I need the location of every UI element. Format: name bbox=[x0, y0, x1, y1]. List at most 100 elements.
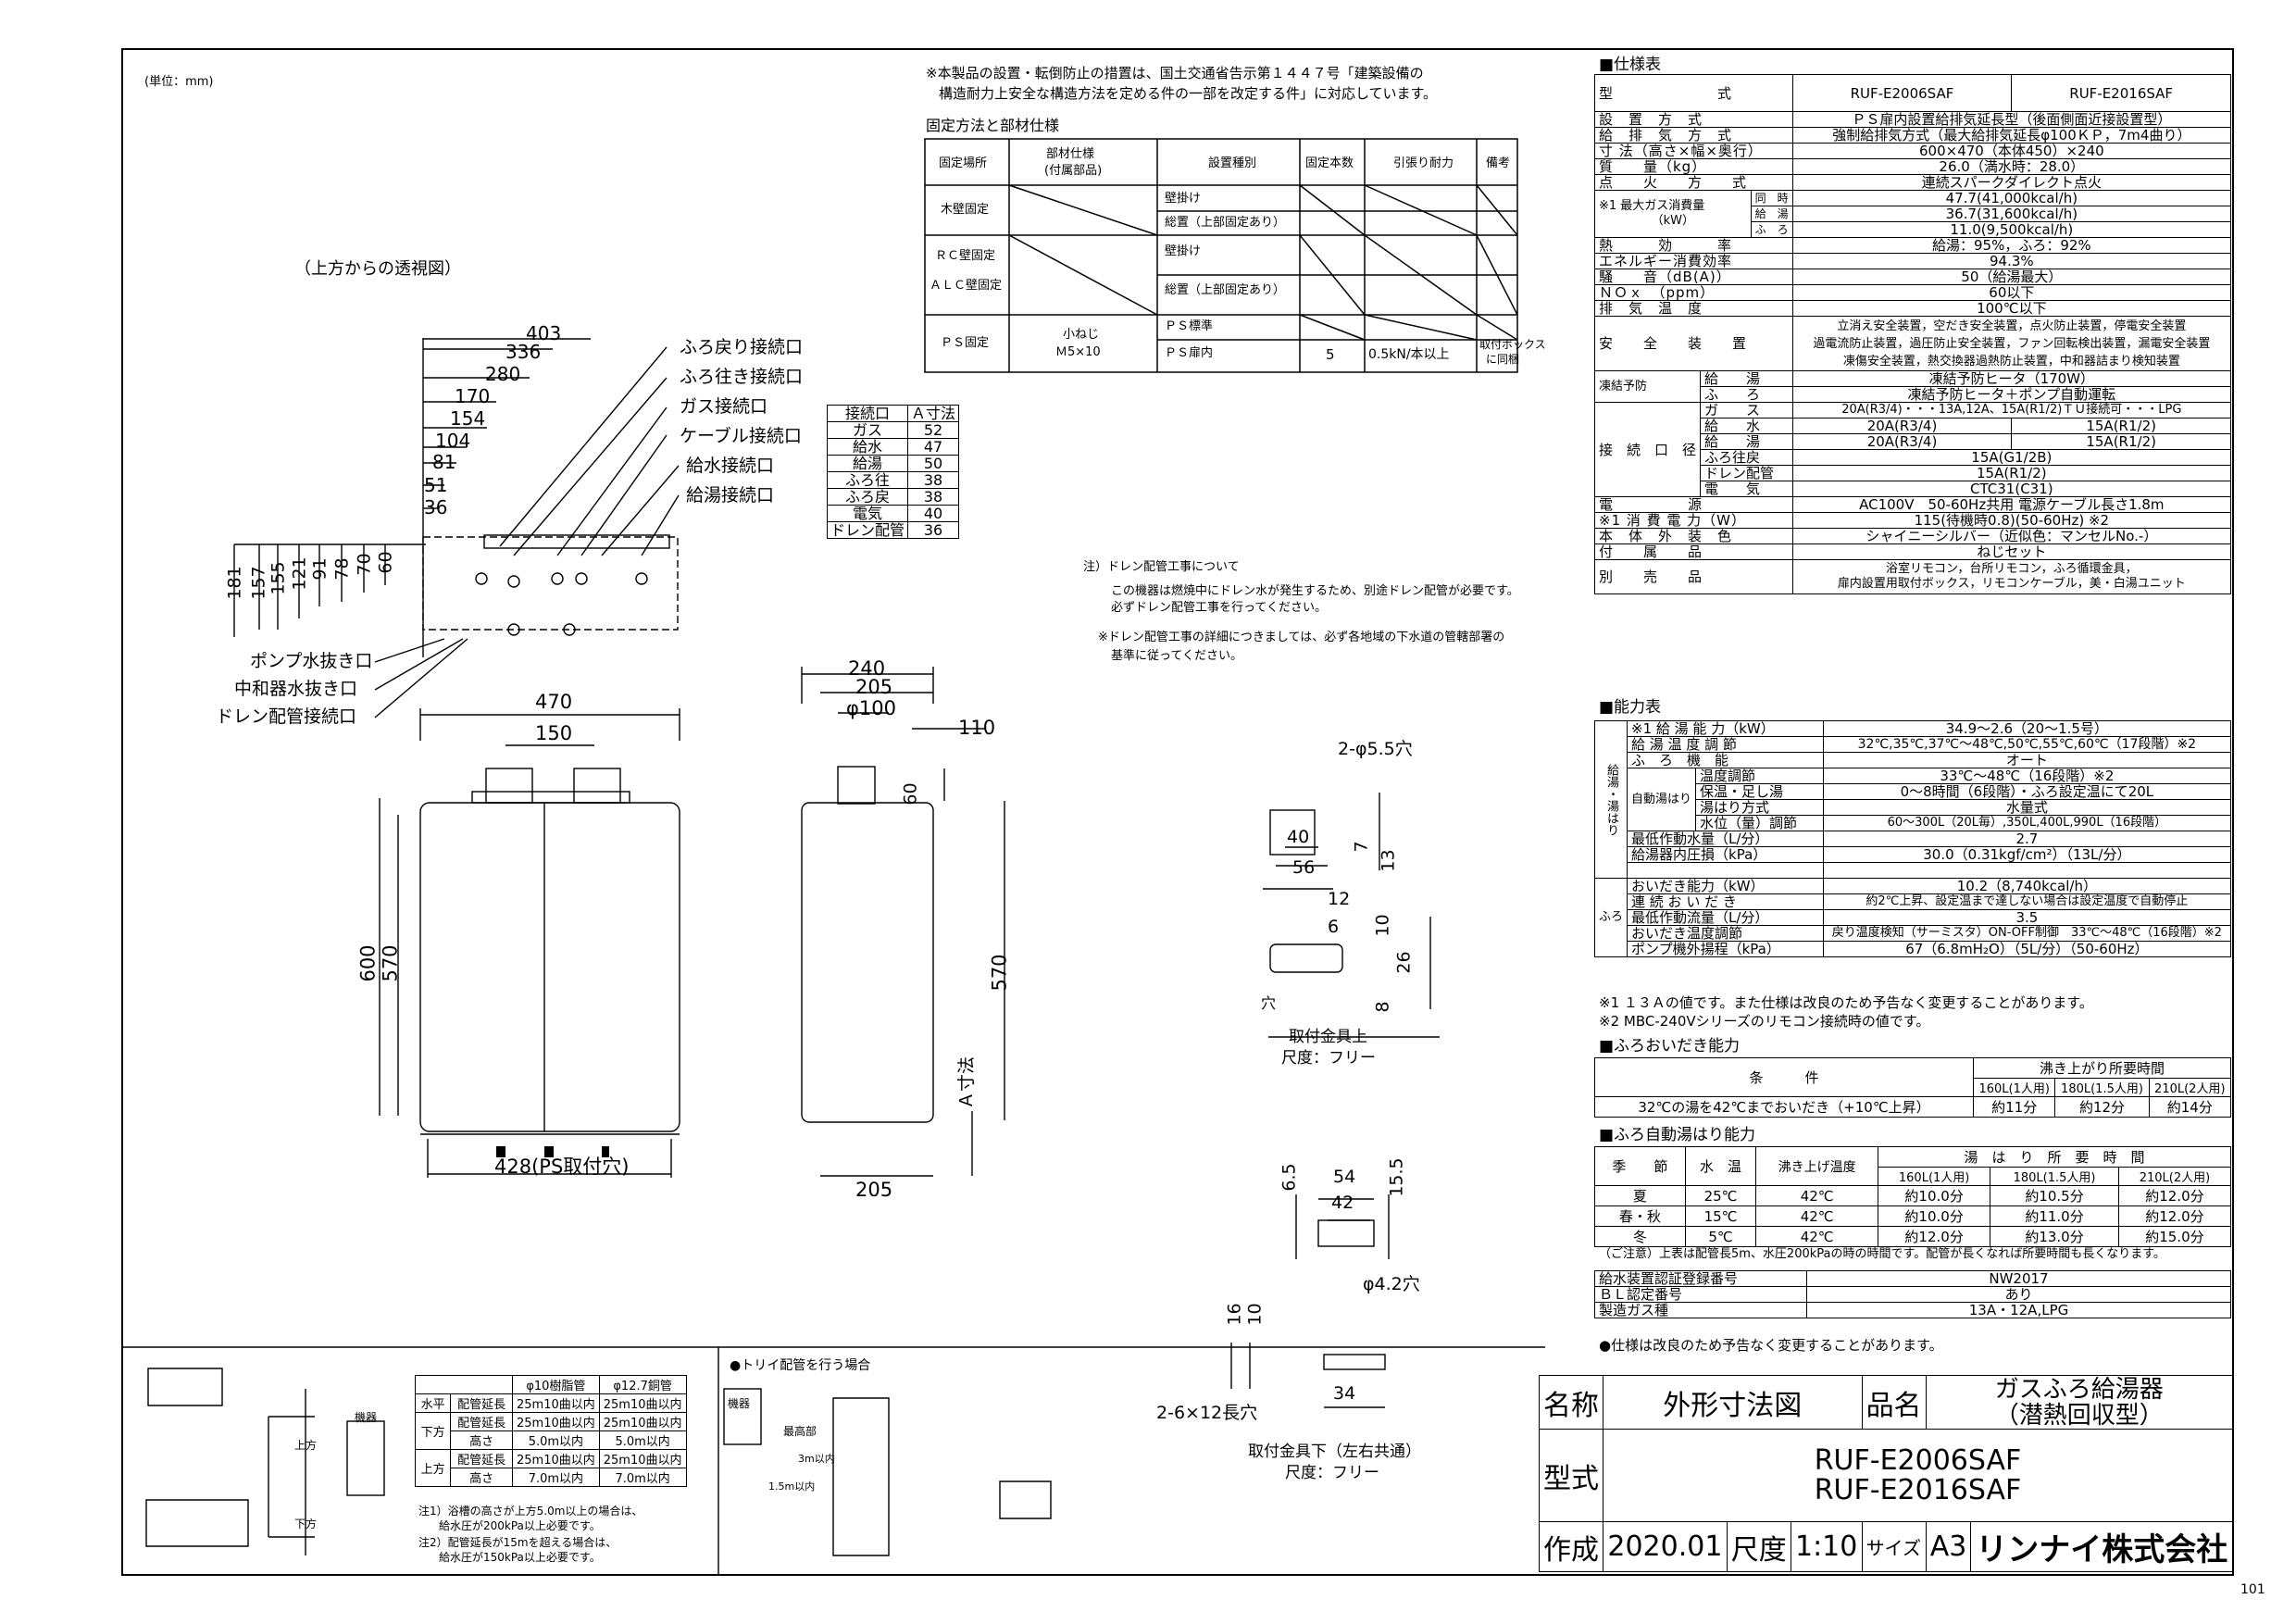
spec-value: ＰＳ扉内設置給排気延長型（後面側面近接設置型） bbox=[1791, 111, 2232, 128]
ability-auto-sub: 水位（量）調節 bbox=[1695, 815, 1824, 831]
spec-value: 50（給湯最大） bbox=[1791, 269, 2232, 285]
fix-yuka2: 総置（上部固定あり） bbox=[1165, 283, 1286, 297]
fix-ps: ＰＳ固定 bbox=[941, 336, 990, 350]
dim-336: 336 bbox=[505, 341, 542, 363]
ability-auto-sub: 保温・足し湯 bbox=[1695, 783, 1824, 800]
cert-label: ＢＬ認定番号 bbox=[1594, 1286, 1807, 1303]
bt-hole2: 穴 bbox=[1261, 994, 1277, 1012]
conn-cell: 38 bbox=[907, 471, 960, 489]
fix-h-type: 設置種別 bbox=[1208, 156, 1257, 170]
pipe-cell: 高さ bbox=[450, 1430, 513, 1450]
dim-205a: 205 bbox=[855, 676, 893, 698]
ability-label: 給湯器内圧損（kPa） bbox=[1627, 846, 1824, 863]
yuhari-table: 季 節水 温沸き上げ温度湯 は り 所 要 時 間 160L(1人用)180L(… bbox=[1594, 1146, 2232, 1247]
spec-label: 質 量（kg） bbox=[1594, 158, 1793, 175]
cert-value: 13A・12A,LPG bbox=[1806, 1302, 2231, 1318]
yuhari-cell: 15℃ bbox=[1684, 1206, 1757, 1227]
tb-size: A3 bbox=[1925, 1521, 1972, 1572]
dim-60b: 60 bbox=[900, 782, 921, 806]
yuhari-sub: 210L(2人用) bbox=[2117, 1167, 2232, 1186]
spec-label: ＮＯｘ （ppm） bbox=[1594, 284, 1793, 301]
tb-model-label: 型式 bbox=[1539, 1429, 1603, 1522]
drain-l2: 必ずドレン配管工事を行ってください。 bbox=[1111, 601, 1327, 615]
spec-label: 騒 音（dB(A)） bbox=[1594, 269, 1793, 285]
ability-label: 最低作動水量（L/分） bbox=[1627, 831, 1824, 847]
ability-auto-val: 60～300L（20L毎）,350L,400L,990L（16段階） bbox=[1822, 815, 2232, 831]
drain-l1: この機器は燃焼中にドレン水が発生するため、別途ドレン配管が必要です。 bbox=[1111, 584, 1519, 598]
spec-freeze-val: 凍結予防ヒータ（170W） bbox=[1791, 370, 2232, 387]
bt-hole: 2-φ5.5穴 bbox=[1338, 739, 1413, 759]
yuhari-cell: 約12.0分 bbox=[2117, 1206, 2232, 1227]
ability-auto-val: 33℃～48℃（16段階）※2 bbox=[1822, 768, 2232, 784]
fix-kabe2: 壁掛け bbox=[1165, 244, 1202, 258]
label-drain-pipe: ドレン配管接続口 bbox=[216, 706, 357, 727]
cert-label: 給水装置認証登録番号 bbox=[1594, 1270, 1807, 1287]
yuhari-cell: 春・秋 bbox=[1594, 1206, 1686, 1227]
fix-h-count: 固定本数 bbox=[1305, 156, 1354, 170]
yuhari-cell: 約11.0分 bbox=[1990, 1206, 2119, 1227]
pipe-cell: 25m10曲以内 bbox=[598, 1449, 687, 1468]
drain-l3: ※ドレン配管工事の詳細につきましては、必ず各地域の下水道の管轄部署の bbox=[1098, 631, 1505, 644]
spec-conn-val: 15A(R1/2) bbox=[2011, 418, 2231, 434]
conn-cell: ガス bbox=[826, 421, 909, 439]
dim-60: 60 bbox=[375, 551, 396, 574]
ability-value: 約2℃上昇、設定温まで達しない場合は設定温度で自動停止 bbox=[1822, 893, 2232, 910]
pipe-cell: 25m10曲以内 bbox=[512, 1412, 600, 1431]
fix-note1: 取付ボックス bbox=[1479, 338, 1546, 351]
dim-428: 428(PS取付穴) bbox=[494, 1156, 630, 1178]
ability-label: おいだき温度調節 bbox=[1627, 925, 1824, 942]
yuhari-cell: 冬 bbox=[1594, 1226, 1686, 1247]
bb-42: 42 bbox=[1331, 1193, 1354, 1213]
label-cable: ケーブル接続口 bbox=[680, 426, 802, 446]
dim-a: Ａ寸法 bbox=[956, 1056, 978, 1110]
fix-psstd: ＰＳ標準 bbox=[1165, 319, 1214, 333]
dim-phi100: φ100 bbox=[846, 697, 896, 719]
pipe-cell: 上方 bbox=[414, 1449, 452, 1487]
spec-conn-val: CTC31(C31) bbox=[1791, 481, 2232, 497]
tb-product2: （潜熱回収型） bbox=[1994, 1401, 2164, 1430]
ability-side1: 給湯・湯はり bbox=[1593, 720, 1628, 879]
toi-unit: 機器 bbox=[728, 1397, 751, 1410]
dim-91: 91 bbox=[309, 557, 331, 581]
pipe-cell: 下方 bbox=[414, 1412, 452, 1450]
dim-403: 403 bbox=[526, 322, 562, 344]
spec-label: 排 気 温 度 bbox=[1594, 300, 1793, 317]
dim-280: 280 bbox=[485, 363, 521, 385]
spec-model1: RUF-E2006SAF bbox=[1791, 74, 2013, 112]
yuhari-cell: 約13.0分 bbox=[1990, 1226, 2119, 1247]
spec-value: 26.0（満水時：28.0） bbox=[1791, 158, 2232, 175]
label-furo-return: ふろ戻り接続口 bbox=[680, 337, 804, 357]
tb-product-label: 品名 bbox=[1861, 1375, 1927, 1430]
conn-cell: 38 bbox=[907, 488, 960, 506]
yuhari-sub: 160L(1人用) bbox=[1878, 1167, 1991, 1186]
spec-gas-label2: （kW） bbox=[1651, 214, 1695, 228]
bb-54: 54 bbox=[1333, 1167, 1356, 1187]
yuhari-sub: 180L(1.5人用) bbox=[1990, 1167, 2119, 1186]
dim-157: 157 bbox=[248, 566, 269, 600]
toi-title: ●トリイ配管を行う場合 bbox=[730, 1358, 871, 1373]
spec-label: エネルギー消費効率 bbox=[1594, 253, 1793, 269]
yuhari-h: 季 節 bbox=[1594, 1146, 1686, 1186]
dim-240: 240 bbox=[848, 657, 886, 680]
dim-170: 170 bbox=[455, 385, 491, 407]
ability-label: 連 続 お い だ き bbox=[1627, 893, 1824, 910]
dim-570b: 570 bbox=[988, 954, 1011, 992]
bb-34: 34 bbox=[1333, 1383, 1356, 1404]
ability-value: 30.0（0.31kgf/cm²）（13L/分） bbox=[1822, 846, 2232, 863]
pipe-cell: 水平 bbox=[414, 1393, 452, 1413]
conn-cell: ふろ往 bbox=[826, 471, 909, 489]
spec-title: ■仕様表 bbox=[1599, 56, 1662, 74]
pipe-cell: 配管延長 bbox=[450, 1393, 513, 1413]
bt-26: 26 bbox=[1393, 951, 1415, 974]
conn-cell: 50 bbox=[907, 455, 960, 472]
ability-label: ふ ろ 機 能 bbox=[1627, 752, 1824, 768]
dim-154: 154 bbox=[450, 407, 486, 430]
spec-label: 電 源 bbox=[1594, 496, 1793, 513]
pipe-cell: 5.0m以内 bbox=[512, 1430, 600, 1450]
conn-cell: ふろ戻 bbox=[826, 488, 909, 506]
bb-10: 10 bbox=[1244, 1303, 1266, 1326]
spec-freeze-sub: 給 湯 bbox=[1700, 370, 1793, 387]
dim-600: 600 bbox=[356, 944, 380, 982]
bb-scale: 尺度：フリー bbox=[1285, 1464, 1379, 1482]
ability-auto-label: 自動湯はり bbox=[1627, 768, 1697, 831]
